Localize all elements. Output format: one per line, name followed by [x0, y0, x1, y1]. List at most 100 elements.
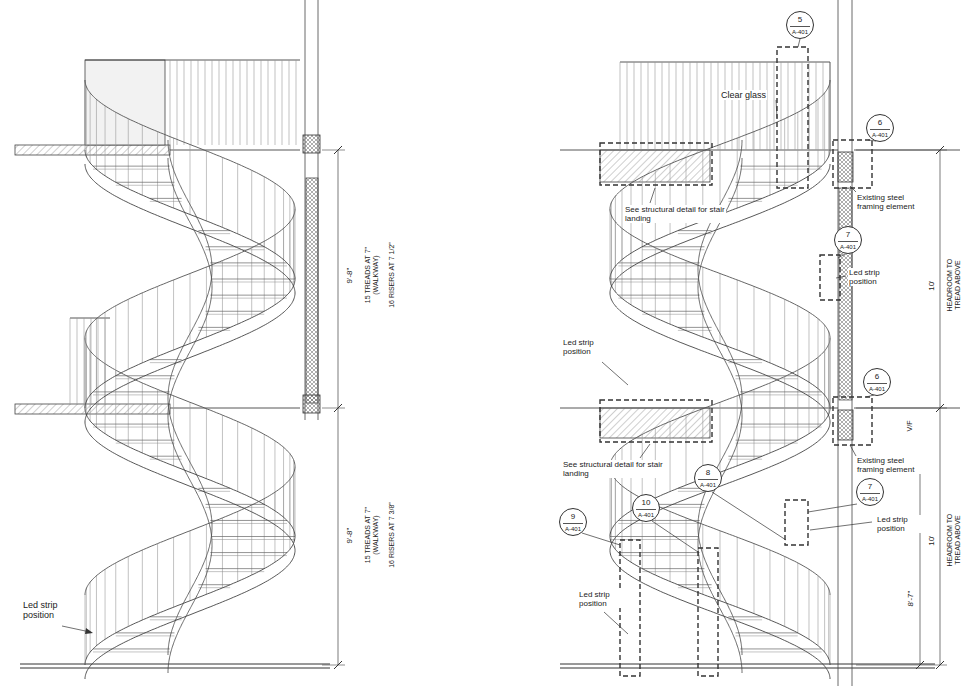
extension-line	[322, 408, 345, 409]
inner-stringer	[698, 140, 742, 398]
baluster	[686, 415, 687, 485]
baluster	[655, 248, 656, 318]
dimension-tick	[916, 661, 924, 669]
baluster	[828, 332, 829, 402]
steel-framing	[838, 410, 853, 440]
wall-column	[306, 178, 318, 403]
tread	[150, 456, 182, 457]
glass-guard-line	[788, 62, 789, 150]
baluster	[769, 550, 770, 620]
annotation-label: Led strip position	[562, 338, 620, 356]
outer-stringer	[610, 150, 830, 408]
glass-guard-line	[732, 62, 733, 150]
callout-box	[777, 47, 808, 188]
wall-line	[305, 0, 306, 420]
baluster	[818, 99, 819, 169]
baluster	[753, 132, 754, 202]
baluster	[797, 563, 798, 633]
tread	[618, 265, 699, 266]
baluster	[128, 377, 129, 447]
tread	[728, 459, 762, 460]
leader-line	[652, 521, 698, 552]
glass-guard-line	[781, 62, 782, 150]
baluster	[173, 537, 174, 607]
leader-line	[798, 39, 800, 47]
baluster	[173, 138, 174, 208]
glass-guard-line	[774, 62, 775, 150]
baluster	[70, 318, 71, 404]
baluster	[282, 60, 283, 145]
baluster	[275, 60, 276, 145]
handrail	[610, 80, 830, 338]
tread	[210, 295, 287, 296]
tread	[198, 584, 230, 585]
tread	[116, 182, 175, 183]
baluster	[737, 138, 738, 208]
tread	[198, 330, 230, 331]
dimension-tick	[334, 146, 342, 154]
baluster	[830, 595, 831, 665]
handrail	[85, 338, 295, 595]
tread	[740, 391, 821, 392]
floor-line	[170, 408, 300, 409]
glass-guard-line	[802, 62, 803, 150]
baluster	[77, 318, 78, 404]
tread	[618, 298, 699, 299]
callout-box	[600, 400, 712, 442]
annotation-label: Led strip position	[876, 515, 934, 533]
tread	[116, 635, 175, 636]
baluster	[686, 261, 687, 331]
floor-line	[854, 150, 960, 151]
baluster	[105, 569, 106, 639]
baluster	[219, 60, 220, 145]
callout-number: 7	[868, 483, 872, 491]
tread	[206, 571, 265, 572]
wall-column	[839, 188, 852, 400]
baluster	[753, 286, 754, 356]
tread	[678, 330, 712, 331]
baluster	[283, 447, 284, 517]
baluster	[295, 467, 296, 537]
callout-box	[833, 140, 872, 188]
guard-rail	[70, 318, 110, 319]
annotation-label: Existing steel framing element	[856, 456, 934, 474]
baluster	[85, 80, 86, 150]
baluster	[264, 434, 265, 504]
baluster	[702, 267, 703, 337]
baluster	[830, 80, 831, 150]
tread	[736, 182, 798, 183]
inner-stringer	[168, 416, 212, 673]
baluster	[828, 589, 829, 659]
callout-box	[698, 548, 718, 676]
baluster	[283, 190, 284, 260]
baluster	[157, 286, 158, 356]
handrail	[85, 80, 295, 338]
glass-guard-line	[746, 62, 747, 150]
baluster	[702, 524, 703, 594]
dimension-tick	[334, 404, 342, 412]
baluster	[830, 338, 831, 408]
baluster	[86, 589, 87, 659]
glass-guard-line	[753, 62, 754, 150]
glass-guard-line	[760, 62, 761, 150]
tread	[93, 651, 170, 652]
sheet-reference: A-401	[869, 386, 885, 392]
glass-guard-line	[690, 62, 691, 150]
callout-bubble: 6A-401	[866, 114, 894, 142]
baluster	[824, 582, 825, 652]
baluster	[289, 196, 290, 266]
dimension-text: 16 RISERS AT 7 3/8"	[388, 501, 396, 569]
dimension-text: 15 TREADS AT 7" (WALKWAY)	[364, 243, 380, 307]
leader-line	[604, 612, 628, 634]
glass-guard-line	[683, 62, 684, 150]
outer-stringer	[85, 150, 295, 408]
callout-bubble: 6A-401	[863, 368, 891, 396]
guard-rail	[830, 62, 831, 150]
inner-stringer	[698, 398, 742, 655]
baluster	[254, 60, 255, 145]
callout-bubble: 7A-401	[856, 478, 884, 506]
tread	[618, 295, 699, 296]
baluster	[115, 370, 116, 440]
baluster	[98, 318, 99, 404]
